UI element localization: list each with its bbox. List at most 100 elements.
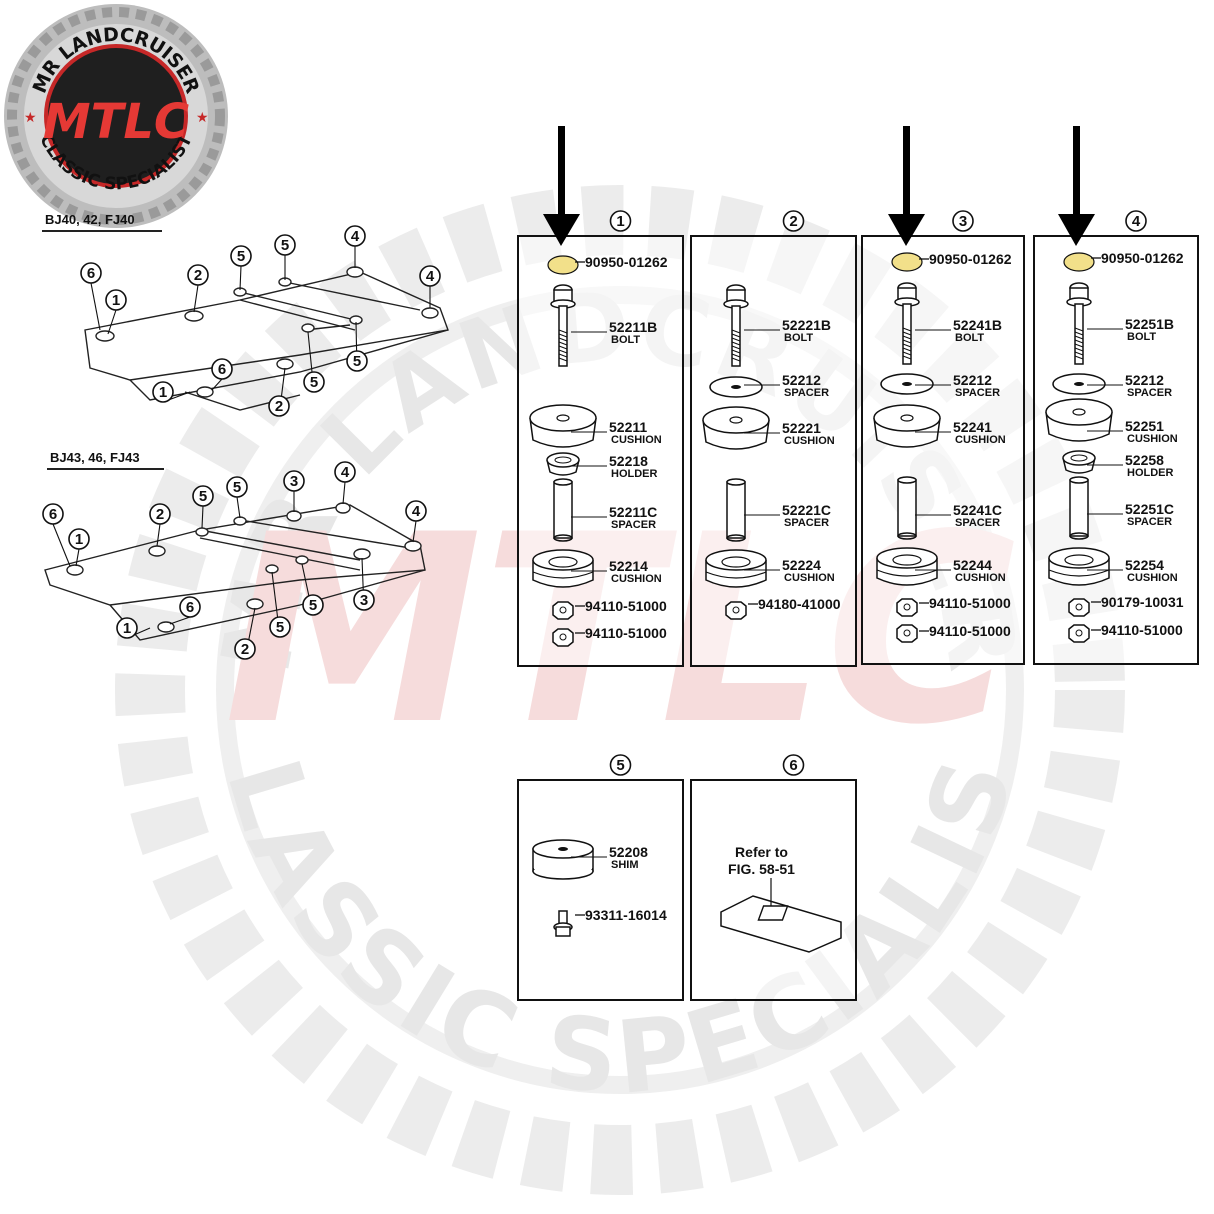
part-number: 52241B [953, 317, 1002, 333]
part-number: 52212 [953, 372, 992, 388]
cap-highlight [547, 255, 579, 275]
svg-text:5: 5 [353, 353, 361, 370]
part-number: 52221 [782, 420, 821, 436]
part-nut: 94110-51000 [896, 595, 1011, 617]
part-name: SPACER [955, 387, 1000, 399]
part-number: 52251B [1125, 316, 1174, 332]
callout-5: 5 [230, 245, 252, 291]
note-line-2: FIG. 58-51 [728, 861, 795, 877]
callout-6: 6 [169, 596, 201, 625]
svg-text:5: 5 [276, 619, 284, 636]
part-number: 52211C [609, 504, 657, 520]
part-nut: 94110-51000 [896, 623, 1011, 643]
part-name: BOLT [784, 332, 813, 344]
svg-text:4: 4 [341, 464, 350, 481]
part-name: SPACER [955, 517, 1000, 529]
part-number: 52208 [609, 844, 648, 860]
arrow-icon [1058, 126, 1095, 246]
arrow-icon [888, 126, 925, 246]
part-number: 52211 [609, 419, 647, 435]
callout-1: 1 [68, 528, 90, 567]
part-number: 52251 [1125, 418, 1164, 434]
panel-number: 1 [616, 213, 624, 230]
svg-text:6: 6 [49, 506, 57, 523]
part-nut: 94110-51000 [552, 598, 667, 620]
svg-text:5: 5 [199, 488, 207, 505]
part-name: BOLT [1127, 331, 1156, 343]
part-number: 94110-51000 [929, 595, 1011, 611]
svg-text:5: 5 [237, 248, 245, 265]
svg-text:2: 2 [241, 641, 249, 658]
panel-number-badge [609, 210, 632, 232]
svg-text:2: 2 [194, 267, 202, 284]
part-number: 52218 [609, 453, 648, 469]
callout-4: 4 [419, 265, 441, 308]
logo-monogram: MTLC [43, 94, 189, 150]
part-name: BOLT [611, 334, 640, 346]
callout-6: 6 [42, 503, 71, 567]
part-name: CUSHION [955, 572, 1006, 584]
part-number: 52244 [953, 557, 992, 573]
svg-text:1: 1 [75, 531, 83, 548]
part-number: 52254 [1125, 557, 1164, 573]
part-nut: 94180-41000 [725, 596, 841, 620]
svg-text:4: 4 [412, 503, 421, 520]
callout-1: 1 [152, 381, 191, 403]
callout-1: 1 [116, 617, 151, 639]
callout-5: 5 [303, 331, 325, 393]
callout-2: 2 [234, 607, 256, 660]
part-number: 90950-01262 [1101, 250, 1184, 266]
panel-number-badge [782, 210, 805, 232]
part-name: SHIM [611, 859, 639, 871]
panel-number-badge [1125, 210, 1147, 232]
svg-text:1: 1 [123, 620, 131, 637]
part-name: BOLT [955, 332, 984, 344]
part-name: CUSHION [955, 434, 1006, 446]
callout-5: 5 [226, 476, 248, 519]
part-number: 52212 [782, 372, 821, 388]
svg-text:5: 5 [281, 237, 289, 254]
callout-6: 6 [211, 358, 233, 391]
part-number: 52221B [782, 317, 831, 333]
svg-text:5: 5 [310, 374, 318, 391]
panel-number: 3 [959, 213, 967, 230]
callout-5: 5 [192, 485, 214, 529]
cap-highlight [891, 252, 923, 272]
svg-text:4: 4 [351, 228, 360, 245]
logo: MR LANDCRUISER CLASSIC SPECIALIST MTLC ★… [4, 4, 228, 228]
part-number: 52258 [1125, 452, 1164, 468]
svg-text:1: 1 [159, 384, 167, 401]
panel-frame [1033, 235, 1199, 665]
cap-highlight [1063, 252, 1095, 272]
frame-1-title: BJ40, 42, FJ40 [45, 212, 135, 227]
part-name: SPACER [1127, 387, 1172, 399]
part-name: HOLDER [611, 468, 658, 480]
panel-4: 490950-0126252251BBOLT52212SPACER52251CU… [1033, 210, 1199, 665]
part-nut: 90179-10031 [1068, 594, 1184, 617]
part-name: CUSHION [784, 572, 835, 584]
svg-text:6: 6 [87, 265, 95, 282]
part-number: 90950-01262 [585, 254, 668, 270]
part-name: SPACER [611, 519, 656, 531]
panel-frame [517, 235, 684, 667]
part-name: CUSHION [1127, 572, 1178, 584]
panel-frame [690, 779, 857, 1001]
panel-number: 2 [789, 213, 797, 230]
part-number: 52214 [609, 558, 648, 574]
part-nut: 94110-51000 [552, 625, 667, 647]
